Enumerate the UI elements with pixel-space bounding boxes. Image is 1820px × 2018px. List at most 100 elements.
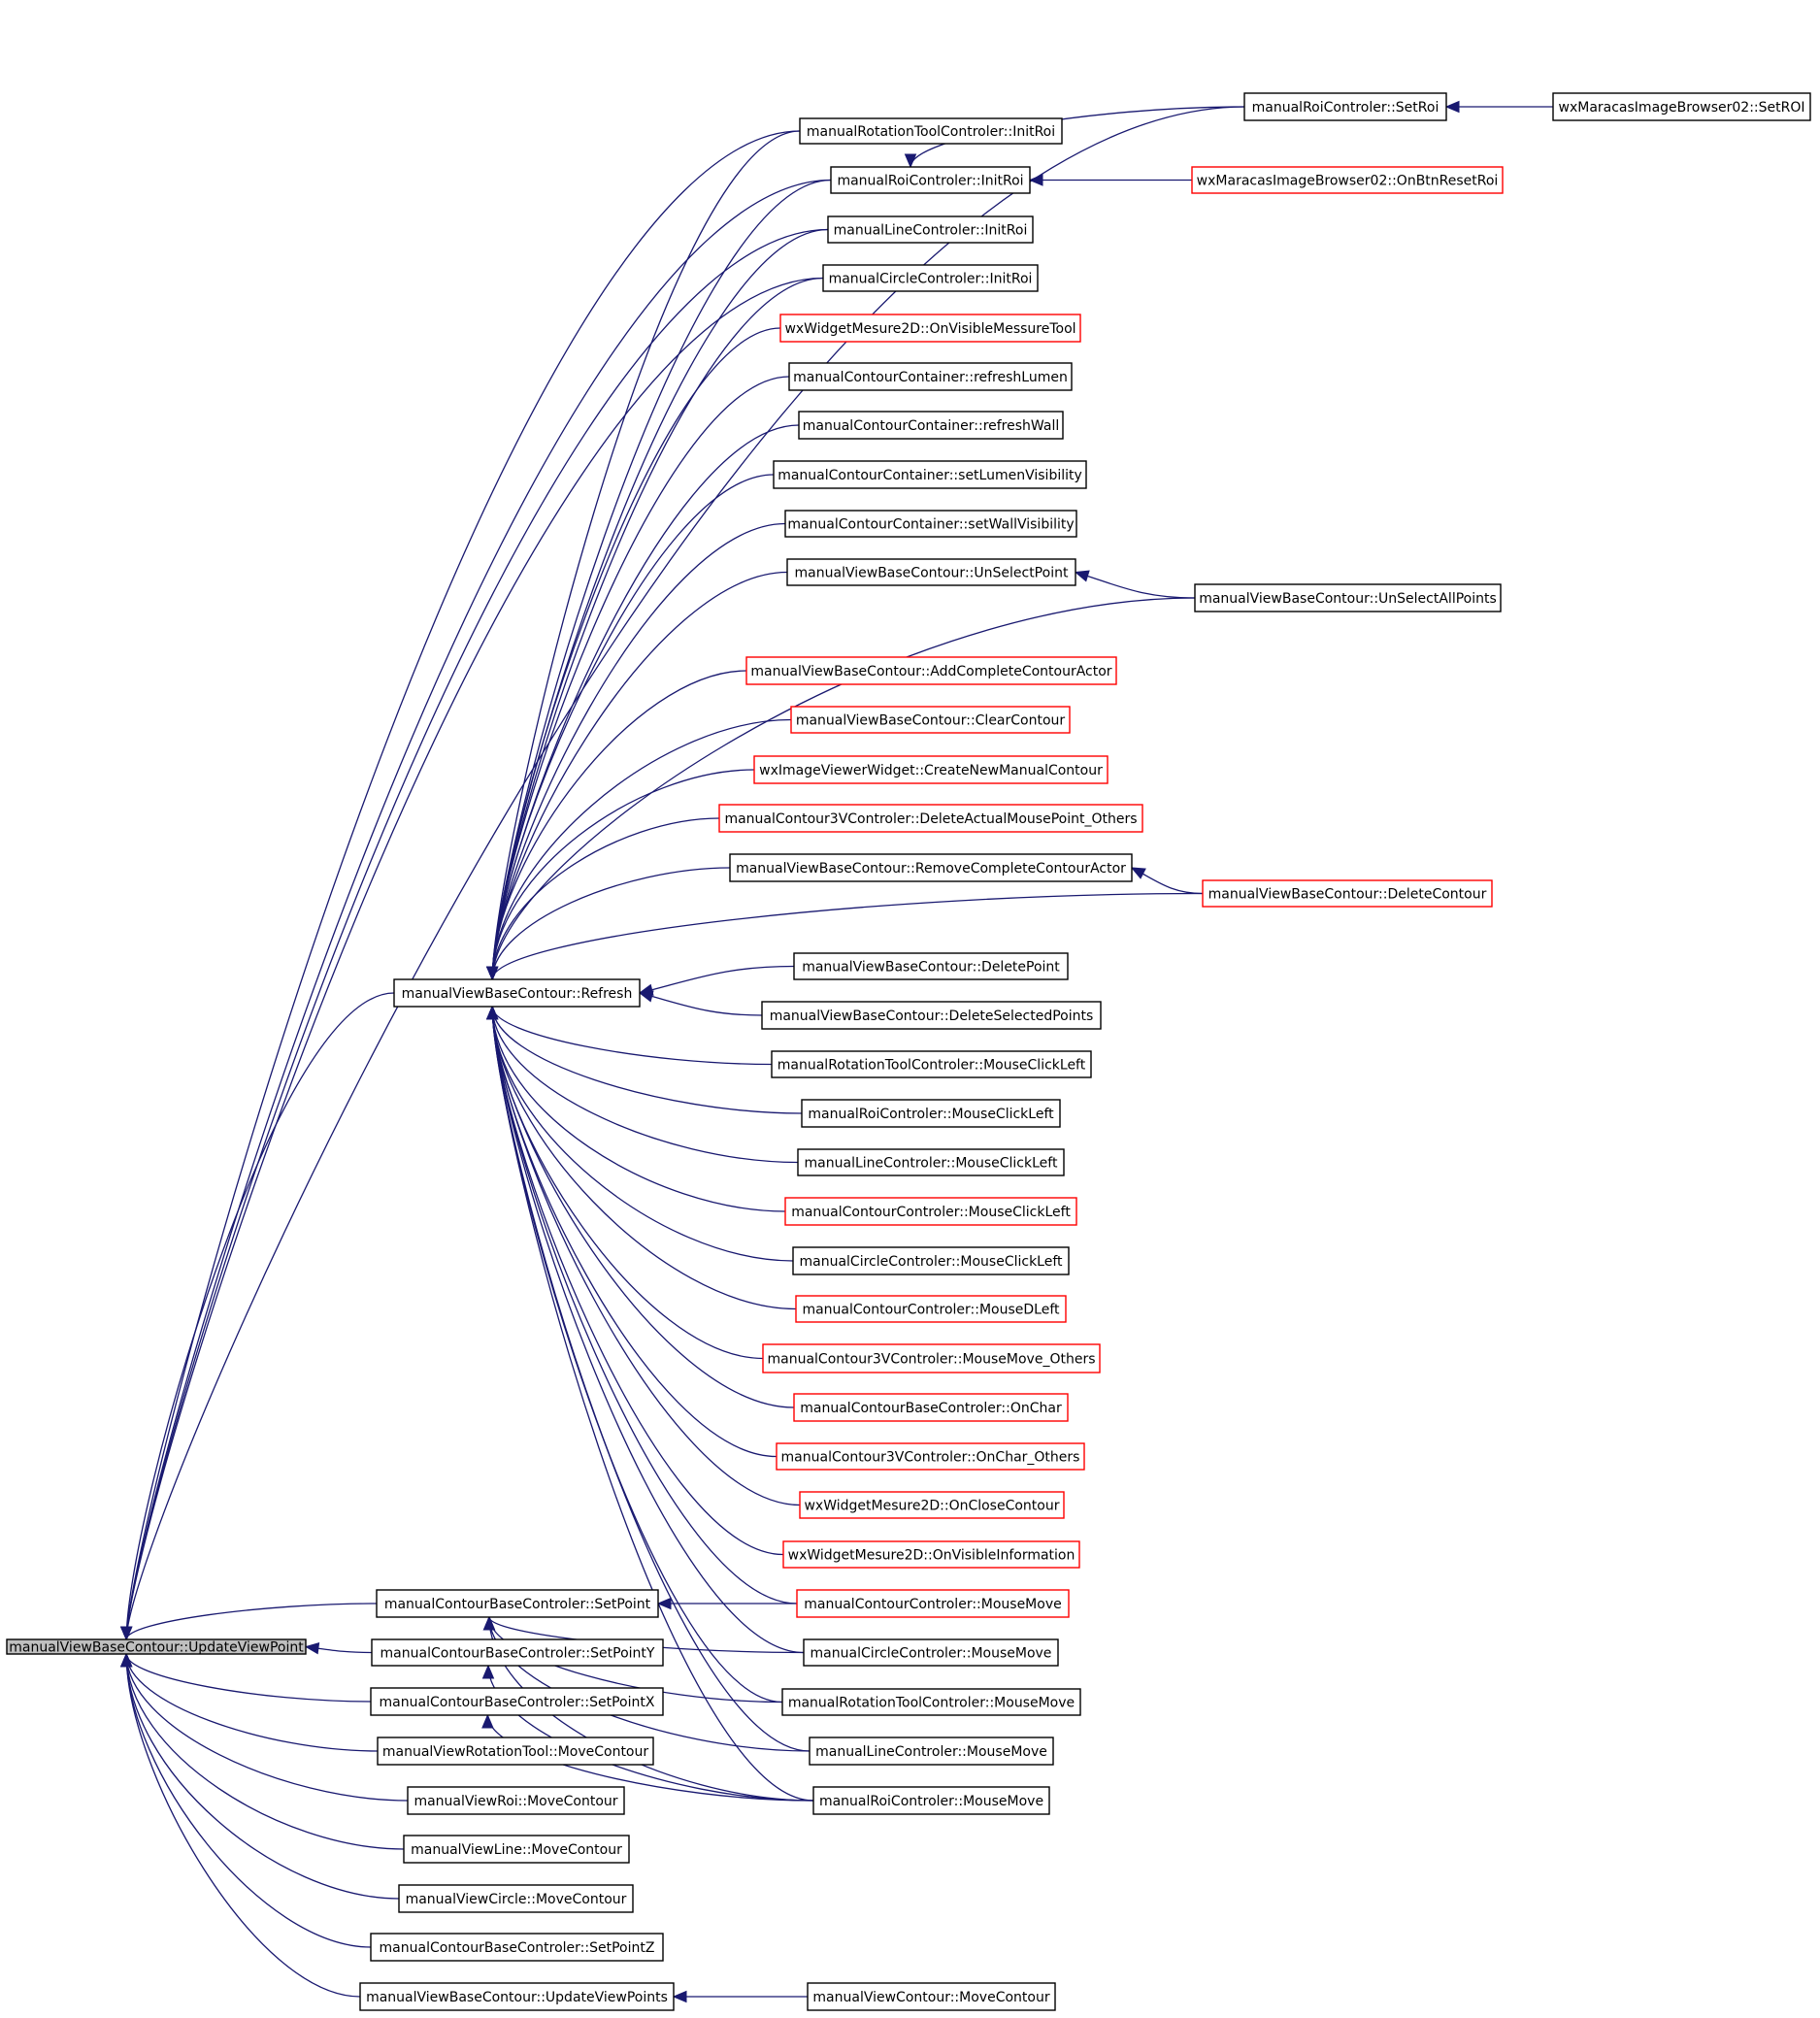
graph-node[interactable]: manualViewBaseContour::DeleteSelectedPoi… (761, 1001, 1102, 1030)
node-box[interactable] (398, 1884, 634, 1913)
graph-node[interactable]: manualContourBaseControler::SetPointY (371, 1638, 664, 1667)
graph-node[interactable]: manualViewBaseContour::AddCompleteContou… (745, 656, 1117, 685)
graph-node[interactable]: manualViewBaseContour::DeleteContour (1202, 879, 1493, 908)
graph-node[interactable]: wxMaracasImageBrowser02::SetROI (1552, 92, 1811, 121)
node-box[interactable] (790, 706, 1071, 734)
node-box[interactable] (403, 1835, 630, 1864)
node-box[interactable] (1191, 166, 1504, 194)
graph-node[interactable]: manualViewBaseContour::RemoveCompleteCon… (729, 853, 1133, 882)
node-box[interactable] (793, 1393, 1069, 1422)
graph-node[interactable]: wxWidgetMesure2D::OnVisibleInformation (782, 1540, 1080, 1569)
graph-node[interactable]: manualContourControler::MouseMove (796, 1589, 1070, 1618)
graph-node[interactable]: wxWidgetMesure2D::OnVisibleMessureTool (779, 314, 1081, 343)
node-box[interactable] (801, 1099, 1061, 1128)
graph-node[interactable]: manualContourBaseControler::SetPointZ (370, 1933, 664, 1962)
graph-node[interactable]: manualRotationToolControler::MouseMove (781, 1688, 1081, 1716)
node-box[interactable] (393, 978, 641, 1008)
node-box[interactable] (761, 1001, 1102, 1030)
node-box[interactable] (799, 1491, 1065, 1519)
node-box[interactable] (1243, 92, 1447, 121)
node-box[interactable] (1194, 583, 1502, 612)
graph-node[interactable]: manualViewBaseContour::UnSelectPoint (786, 558, 1076, 586)
node-box[interactable] (781, 1688, 1081, 1716)
graph-node[interactable]: manualViewCircle::MoveContour (398, 1884, 634, 1913)
graph-node[interactable]: manualContour3VControler::DeleteActualMo… (718, 804, 1143, 833)
node-box[interactable] (1552, 92, 1811, 121)
node-box[interactable] (762, 1343, 1101, 1373)
node-box[interactable] (793, 952, 1069, 980)
node-box[interactable] (807, 1982, 1056, 2011)
graph-node[interactable]: manualContourBaseControler::SetPointX (370, 1687, 664, 1716)
node-box[interactable] (773, 460, 1087, 489)
node-box[interactable] (779, 314, 1081, 343)
node-box[interactable] (809, 1737, 1054, 1766)
graph-node[interactable]: wxImageViewerWidget::CreateNewManualCont… (753, 755, 1109, 784)
graph-node[interactable]: manualViewLine::MoveContour (403, 1835, 630, 1864)
node-box[interactable] (822, 264, 1039, 292)
graph-node[interactable]: manualRotationToolControler::MouseClickL… (771, 1050, 1092, 1078)
node-box[interactable] (786, 558, 1076, 586)
node-box[interactable] (376, 1589, 659, 1618)
node-box[interactable] (6, 1638, 307, 1655)
node-box[interactable] (377, 1737, 654, 1766)
node-box[interactable] (827, 215, 1034, 244)
graph-node[interactable]: manualViewBaseContour::UnSelectAllPoints (1194, 583, 1502, 612)
node-box[interactable] (798, 411, 1064, 440)
graph-node[interactable]: manualViewBaseContour::ClearContour (790, 706, 1071, 734)
node-box[interactable] (788, 362, 1073, 391)
node-box[interactable] (782, 1540, 1080, 1569)
node-box[interactable] (784, 510, 1077, 538)
node-box[interactable] (797, 1148, 1065, 1176)
node-box[interactable] (776, 1442, 1085, 1471)
graph-node[interactable]: manualViewRotationTool::MoveContour (377, 1737, 654, 1766)
node-box[interactable] (792, 1246, 1070, 1275)
node-box[interactable] (753, 755, 1109, 784)
graph-node[interactable]: manualViewBaseContour::DeletePoint (793, 952, 1069, 980)
node-box[interactable] (771, 1050, 1092, 1078)
graph-node[interactable]: manualContour3VControler::OnChar_Others (776, 1442, 1085, 1471)
graph-node[interactable]: manualContourContainer::setWallVisibilit… (784, 510, 1077, 538)
node-box[interactable] (812, 1786, 1050, 1815)
graph-node[interactable]: manualContourControler::MouseDLeft (795, 1295, 1067, 1323)
graph-node[interactable]: manualViewBaseContour::UpdateViewPoint (6, 1638, 307, 1656)
graph-node[interactable]: manualContour3VControler::MouseMove_Othe… (762, 1343, 1101, 1373)
graph-node[interactable]: manualLineControler::MouseMove (809, 1737, 1054, 1766)
node-box[interactable] (359, 1982, 675, 2011)
node-box[interactable] (370, 1933, 664, 1962)
node-box[interactable] (830, 166, 1031, 194)
node-box[interactable] (803, 1638, 1059, 1667)
graph-node[interactable]: wxMaracasImageBrowser02::OnBtnResetRoi (1191, 166, 1504, 194)
graph-node[interactable]: manualContourBaseControler::OnChar (793, 1393, 1069, 1422)
graph-node[interactable]: manualCircleControler::MouseMove (803, 1638, 1059, 1667)
graph-node[interactable]: manualCircleControler::InitRoi (822, 264, 1039, 292)
graph-node[interactable]: manualLineControler::InitRoi (827, 215, 1034, 244)
node-box[interactable] (796, 1589, 1070, 1618)
graph-node[interactable]: manualContourBaseControler::SetPoint (376, 1589, 659, 1618)
graph-node[interactable]: wxWidgetMesure2D::OnCloseContour (799, 1491, 1065, 1519)
node-box[interactable] (1202, 879, 1493, 908)
graph-node[interactable]: manualViewBaseContour::UpdateViewPoints (359, 1982, 675, 2011)
graph-node[interactable]: manualContourControler::MouseClickLeft (784, 1197, 1077, 1226)
node-box[interactable] (370, 1687, 664, 1716)
node-box[interactable] (371, 1638, 664, 1667)
graph-node[interactable]: manualRoiControler::MouseMove (812, 1786, 1050, 1815)
node-box[interactable] (729, 853, 1133, 882)
node-box[interactable] (784, 1197, 1077, 1226)
node-box[interactable] (718, 804, 1143, 833)
node-box[interactable] (799, 117, 1063, 145)
graph-node[interactable]: manualRoiControler::SetRoi (1243, 92, 1447, 121)
graph-node[interactable]: manualContourContainer::refreshWall (798, 411, 1064, 440)
node-box[interactable] (745, 656, 1117, 685)
graph-node[interactable]: manualContourContainer::setLumenVisibili… (773, 460, 1087, 489)
graph-node[interactable]: manualRotationToolControler::InitRoi (799, 117, 1063, 145)
graph-node[interactable]: manualContourContainer::refreshLumen (788, 362, 1073, 391)
node-box[interactable] (795, 1295, 1067, 1323)
node-box[interactable] (407, 1786, 625, 1815)
graph-node[interactable]: manualViewRoi::MoveContour (407, 1786, 625, 1815)
graph-node[interactable]: manualRoiControler::InitRoi (830, 166, 1031, 194)
graph-node[interactable]: manualCircleControler::MouseClickLeft (792, 1246, 1070, 1275)
graph-node[interactable]: manualLineControler::MouseClickLeft (797, 1148, 1065, 1176)
graph-node[interactable]: manualRoiControler::MouseClickLeft (801, 1099, 1061, 1128)
graph-node[interactable]: manualViewBaseContour::Refresh (393, 978, 641, 1008)
graph-node[interactable]: manualViewContour::MoveContour (807, 1982, 1056, 2011)
